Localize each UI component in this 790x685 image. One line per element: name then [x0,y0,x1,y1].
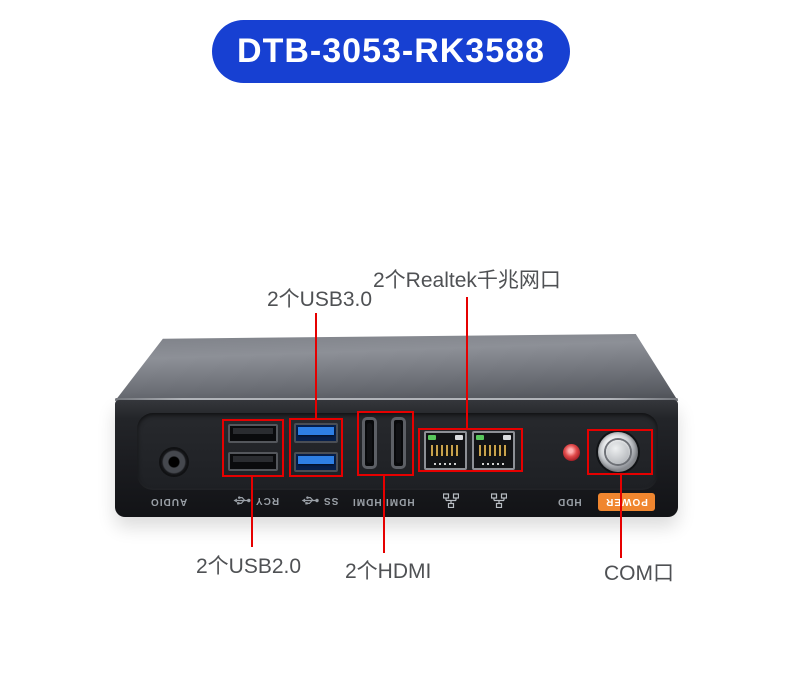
annotation-box-usb2 [222,419,284,477]
lan-port-1 [424,431,467,470]
lan-pins [479,445,508,456]
hdmi-port-label-text: HDMI [385,496,415,507]
hdmi-port-label-1: HDMI [352,496,382,507]
usb3-superspeed-label: SS [301,495,338,506]
usb3-trident-icon [301,496,319,505]
usb-trident-icon [233,496,251,505]
hdd-led-label-text: HDD [557,496,582,507]
annotation-label-hdmi: 2个HDMI [345,560,432,583]
hdd-led-label: HDD [557,496,582,507]
lan-port-label-2 [491,493,507,508]
usb3-port-bottom [294,452,338,472]
hdd-led [563,444,580,461]
hdmi-slot [367,423,372,463]
device-front-edge-highlight [115,398,678,401]
hdmi-port-label-2: HDMI [385,496,415,507]
power-button [598,432,638,472]
annotation-box-lan [418,428,523,472]
lan-pins [431,445,460,456]
lan-icon [443,493,459,508]
annotation-line-usb3 [315,313,317,419]
lan-led-white [455,435,463,440]
annotation-box-hdmi [357,411,414,476]
lan-port-2 [472,431,515,470]
annotation-line-hdmi [383,476,385,553]
lan-contact-dots [434,463,457,465]
hdmi-port-2 [391,417,406,469]
device-top-face [115,334,678,401]
audio-jack [161,449,187,475]
hdmi-port-1 [362,417,377,469]
hdmi-port-label-text: HDMI [352,496,382,507]
annotation-label-lan: 2个Realtek千兆网口 [373,269,561,292]
usb2-tongue [233,456,273,462]
usb3-tongue [298,427,334,435]
power-sticker-text: POWER [605,496,648,508]
model-badge: DTB-3053-RK3588 [212,20,570,83]
annotation-label-usb3: 2个USB3.0 [267,288,373,311]
annotation-label-com: COM口 [604,562,674,585]
lan-led-white [503,435,511,440]
usb2-tongue [233,428,273,434]
power-button-cap [606,440,630,464]
audio-port-label: AUDIO [150,496,187,507]
recovery-port-label-text: RCY [255,495,280,506]
hdmi-slot [396,423,401,463]
annotation-box-com [587,429,653,475]
annotation-label-usb2: 2个USB2.0 [196,555,302,578]
power-sticker: POWER [598,493,655,511]
lan-contact-dots [482,463,505,465]
usb2-port-bottom [228,452,278,471]
lan-led-green [428,435,436,440]
lan-port-label-1 [443,493,459,508]
annotation-line-usb2 [251,477,253,547]
audio-port-label-text: AUDIO [150,496,188,507]
usb3-superspeed-label-text: SS [323,495,339,506]
annotation-box-usb3 [289,418,343,477]
usb2-port-top [228,424,278,443]
usb3-tongue [298,456,334,464]
annotation-line-com [620,475,622,558]
annotation-line-lan [466,297,468,429]
model-badge-text: DTB-3053-RK3588 [237,32,545,70]
lan-led-green [476,435,484,440]
recovery-port-label: RCY [233,495,279,506]
device-front-face: AUDIO RCY SS [115,400,678,517]
lan-icon [491,493,507,508]
usb3-port-top [294,423,338,443]
